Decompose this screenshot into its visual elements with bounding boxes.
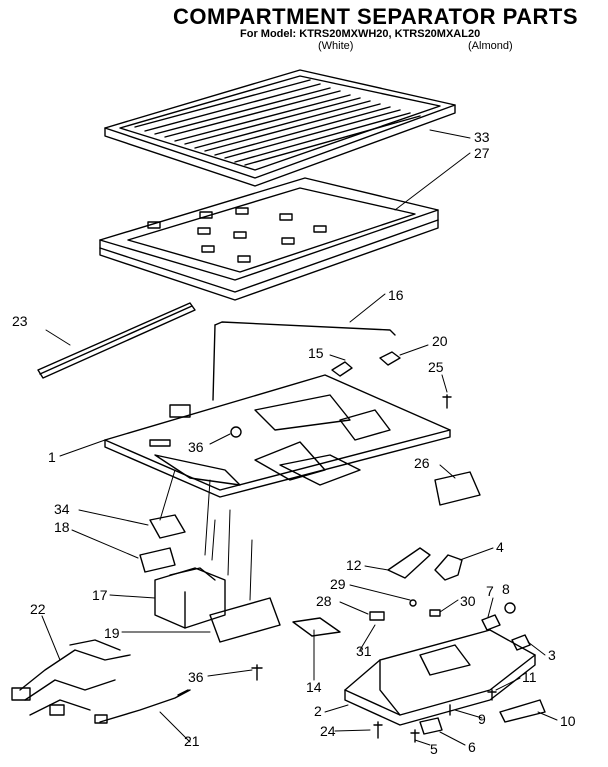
part-30-spring (429, 609, 441, 617)
callout-15: 15 (308, 345, 324, 361)
part-8-bulb (504, 602, 516, 614)
part-3-connector (511, 634, 531, 651)
callout-25: 25 (428, 359, 444, 375)
callout-2: 2 (314, 703, 322, 719)
part-6-block (419, 717, 443, 735)
callout-34: 34 (54, 501, 70, 517)
callout-17: 17 (92, 587, 108, 603)
callout-1: 1 (48, 449, 56, 465)
callout-14: 14 (306, 679, 322, 695)
part-1-separator-panel (104, 374, 451, 498)
part-7-clip (481, 614, 501, 631)
part-29-screw (409, 599, 417, 607)
part-18-lens (139, 547, 176, 573)
part-4-knob (434, 554, 463, 581)
part-17-housing (154, 567, 226, 629)
callout-7: 7 (486, 583, 494, 599)
callout-36-top: 36 (188, 439, 204, 455)
callout-8: 8 (502, 581, 510, 597)
callout-22: 22 (30, 601, 46, 617)
page-title: COMPARTMENT SEPARATOR PARTS (173, 4, 579, 29)
callout-23: 23 (12, 313, 28, 329)
callout-9: 9 (478, 711, 486, 727)
callout-11: 11 (522, 669, 537, 685)
part-21-wire (99, 689, 191, 723)
part-12-bracket (387, 547, 431, 579)
callout-21: 21 (184, 733, 200, 749)
part-16-wire (214, 321, 396, 336)
part-36-screw (251, 664, 263, 681)
part-25-screw (442, 394, 452, 409)
part-33-shelf-grille (104, 69, 456, 187)
callout-4: 4 (496, 539, 504, 555)
callout-33: 33 (474, 129, 490, 145)
callout-28: 28 (316, 593, 332, 609)
callout-27: 27 (474, 145, 490, 161)
callout-20: 20 (432, 333, 448, 349)
callout-24: 24 (320, 723, 336, 739)
part-10-terminal (499, 699, 546, 723)
part-14-plate (292, 617, 341, 637)
callout-5: 5 (430, 741, 438, 757)
part-20-bracket (379, 351, 401, 366)
callout-30: 30 (460, 593, 476, 609)
model-line: For Model: KTRS20MXWH20, KTRS20MXAL20 (240, 28, 481, 40)
callout-18: 18 (54, 519, 70, 535)
part-11-screw (487, 689, 497, 701)
part-34-switch (149, 514, 186, 539)
callout-3: 3 (548, 647, 556, 663)
part-15-clip (331, 361, 353, 377)
part-27-frame (99, 177, 439, 301)
callout-10: 10 (560, 713, 576, 729)
callout-26: 26 (414, 455, 430, 471)
callout-19: 19 (104, 625, 120, 641)
part-23-trim-strip (37, 302, 196, 379)
part-2-lower-housing (344, 629, 536, 726)
part-28-clip (369, 611, 385, 621)
color-almond-label: (Almond) (468, 40, 513, 52)
callout-31: 31 (356, 643, 372, 659)
callout-6: 6 (468, 739, 476, 755)
callout-36-bottom: 36 (188, 669, 204, 685)
callout-12: 12 (346, 557, 362, 573)
callout-16: 16 (388, 287, 404, 303)
color-white-label: (White) (318, 40, 354, 52)
part-26-insulation (434, 471, 481, 506)
part-24-screw (373, 721, 383, 739)
callout-29: 29 (330, 576, 346, 592)
part-19-cover (209, 597, 281, 643)
part-22-harness (11, 639, 131, 724)
